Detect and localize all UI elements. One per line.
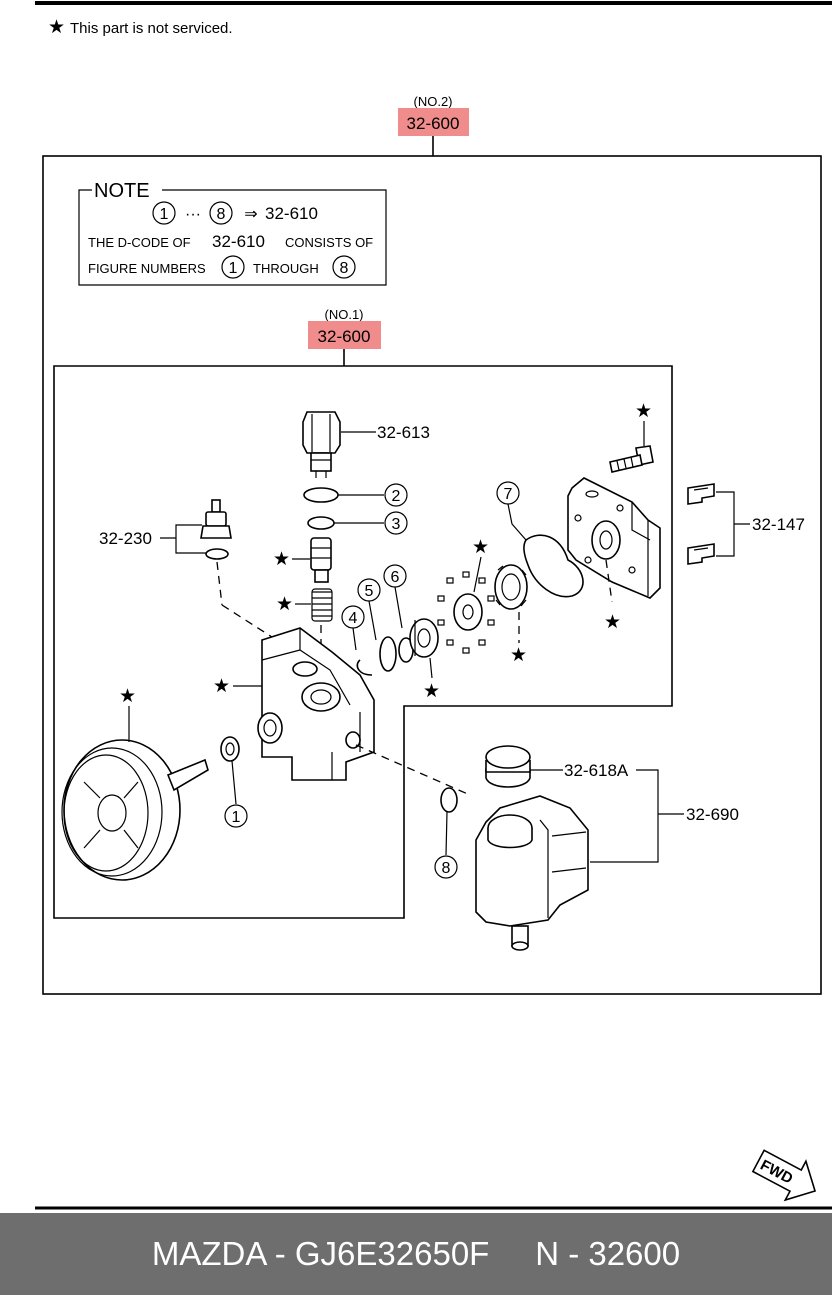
callout-3[interactable]: 3	[392, 516, 401, 533]
svg-text:32-610: 32-610	[265, 204, 318, 223]
svg-text:THE D-CODE OF: THE D-CODE OF	[88, 235, 191, 250]
note-box: NOTE 1 ··· 8 ⇒ 32-610 THE D-CODE OF 32-6…	[78, 180, 387, 286]
svg-text:1: 1	[160, 206, 169, 223]
notice-star-icon: ★	[48, 17, 65, 38]
svg-text:⇒: ⇒	[244, 206, 257, 223]
bolt	[609, 445, 654, 473]
pressure-switch-32-230	[200, 499, 232, 539]
callout-7[interactable]: 7	[504, 486, 513, 503]
cam-ring	[494, 564, 528, 610]
svg-text:FIGURE NUMBERS: FIGURE NUMBERS	[88, 261, 206, 276]
assembly-no2-qualifier: (NO.2)	[414, 94, 453, 109]
clip-lower	[687, 543, 715, 565]
svg-text:THROUGH: THROUGH	[253, 261, 319, 276]
fwd-arrow-icon: FWD	[751, 1149, 817, 1202]
note-title: NOTE	[94, 180, 150, 202]
part-32-147-label[interactable]: 32-147	[752, 515, 805, 534]
clip-upper	[687, 483, 715, 505]
rear-housing	[567, 477, 661, 599]
svg-text:8: 8	[340, 260, 349, 277]
assembly-no2-frame	[42, 155, 822, 995]
reservoir-cap	[485, 745, 531, 788]
o-ring-2	[303, 487, 339, 503]
assembly-no1-highlight	[308, 321, 381, 349]
svg-text:8: 8	[217, 206, 226, 223]
callout-5[interactable]: 5	[365, 583, 374, 600]
svg-text:32-610: 32-610	[212, 232, 265, 251]
gasket-7	[523, 534, 584, 598]
spool-valve	[310, 537, 332, 583]
pressure-plate	[409, 618, 439, 658]
callout-4[interactable]: 4	[349, 610, 358, 627]
star-icon: ★	[119, 686, 136, 707]
snap-ring-4	[356, 659, 373, 676]
pump-body	[257, 627, 375, 781]
footer-reference: N - 32600	[535, 1235, 681, 1272]
footer-gap	[489, 1235, 535, 1273]
star-icon: ★	[276, 594, 293, 615]
spring	[311, 588, 333, 622]
part-32-690-label[interactable]: 32-690	[686, 805, 739, 824]
assembly-no1-qualifier: (NO.1)	[325, 307, 364, 322]
star-icon: ★	[635, 401, 652, 422]
part-32-230-label[interactable]: 32-230	[99, 529, 152, 548]
o-ring-3	[307, 516, 335, 530]
star-icon: ★	[510, 645, 527, 666]
footer-part-number: MAZDA - GJ6E32650F	[151, 1235, 490, 1272]
svg-text:CONSISTS OF: CONSISTS OF	[285, 235, 373, 250]
parts-diagram: ★ This part is not serviced. (NO.2) 32-6…	[35, 1, 832, 1210]
assembly-no2-highlight	[398, 108, 469, 136]
part-32-618a-label[interactable]: 32-618A	[564, 761, 629, 780]
callout-8[interactable]: 8	[442, 860, 451, 877]
assembly-no1-code[interactable]: 32-600	[318, 327, 371, 346]
fitting-32-613	[302, 411, 341, 478]
footer-bar: MAZDA - GJ6E32650F N - 32600	[0, 1213, 832, 1295]
callout-1[interactable]: 1	[232, 809, 241, 826]
assembly-no1-frame	[53, 365, 673, 919]
notice-text: This part is not serviced.	[70, 20, 233, 37]
o-ring-8	[440, 787, 458, 813]
star-icon: ★	[472, 537, 489, 558]
switch-o-ring	[205, 548, 229, 560]
part-32-613-label[interactable]: 32-613	[377, 423, 430, 442]
ring-5	[379, 636, 397, 672]
rotor-vanes	[437, 571, 495, 654]
pulley	[61, 739, 209, 881]
star-icon: ★	[604, 612, 621, 633]
star-icon: ★	[423, 681, 440, 702]
callout-6[interactable]: 6	[391, 569, 400, 586]
assembly-no2-code[interactable]: 32-600	[407, 114, 460, 133]
reservoir-tank	[475, 795, 589, 951]
callout-2[interactable]: 2	[392, 488, 401, 505]
oil-seal-1	[220, 736, 240, 762]
star-icon: ★	[213, 676, 230, 697]
svg-text:···: ···	[185, 206, 201, 223]
star-icon: ★	[273, 549, 290, 570]
svg-text:1: 1	[229, 260, 238, 277]
